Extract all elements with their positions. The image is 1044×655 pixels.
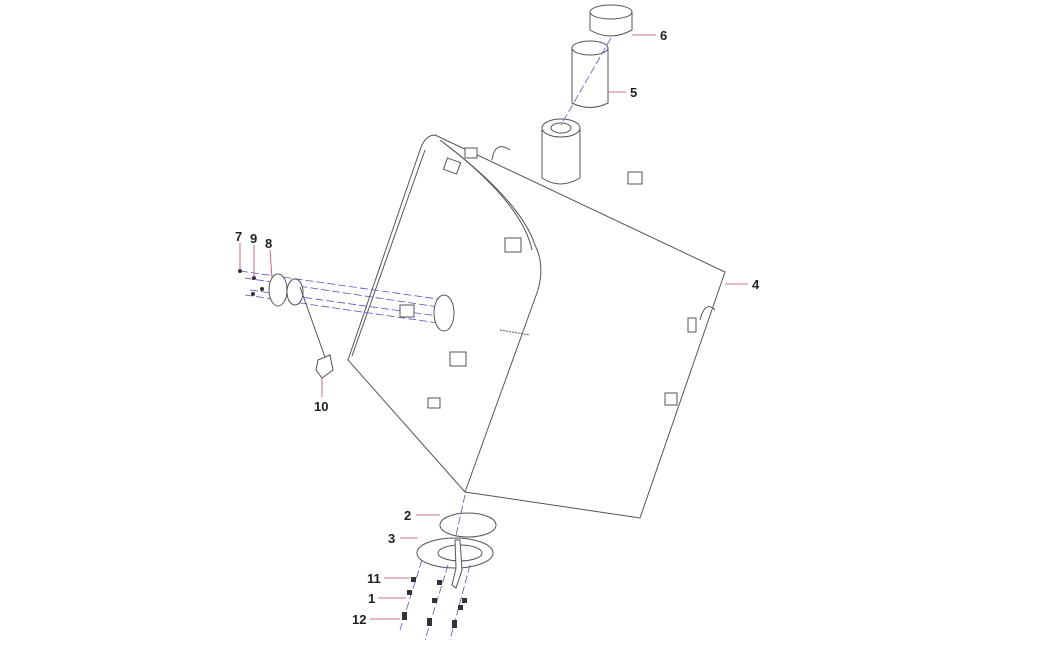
callout-3: 3 [388,531,395,546]
callout-5: 5 [630,85,637,100]
callout-7: 7 [235,229,242,244]
leader-lines [239,34,748,620]
filler-neck [541,118,581,185]
callout-10: 10 [314,399,328,414]
callout-1: 1 [368,591,375,606]
bottom-flange-assembly [399,494,497,641]
fuel-tank [347,134,726,519]
part-5-tube [571,40,609,108]
fuel-sender-assembly [238,269,455,379]
callout-2: 2 [404,508,411,523]
callout-11: 11 [367,571,381,586]
part-6-cap [589,4,633,37]
callout-4: 4 [752,277,760,292]
callout-8: 8 [265,236,272,251]
callout-12: 12 [352,612,366,627]
callout-6: 6 [660,28,667,43]
axis-line [560,37,612,126]
callout-9: 9 [250,231,257,246]
